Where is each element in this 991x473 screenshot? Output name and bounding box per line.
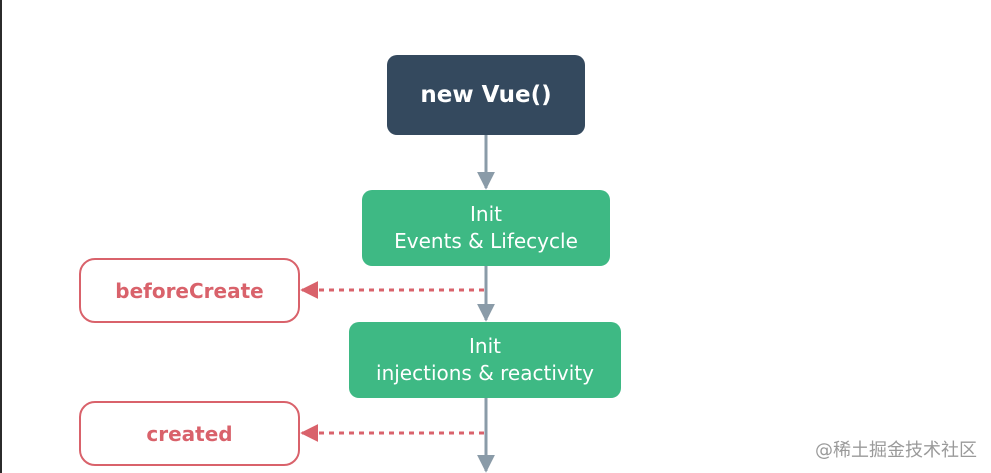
before-create-label: beforeCreate [115,278,264,303]
new-vue-label: new Vue() [420,82,552,108]
init-injections-line1: Init [469,334,501,358]
init-events-line2: Events & Lifecycle [394,229,578,253]
created-label: created [146,421,233,446]
init-injections-line2: injections & reactivity [376,361,594,385]
left-border [0,0,2,473]
new-vue-node: new Vue() [387,55,585,135]
init-events-lifecycle-node: Init Events & Lifecycle [362,190,610,266]
created-hook: created [79,401,300,466]
watermark: @稀土掘金技术社区 [815,440,977,461]
before-create-hook: beforeCreate [79,258,300,323]
init-events-line1: Init [470,202,502,226]
init-injections-reactivity-node: Init injections & reactivity [349,322,621,398]
